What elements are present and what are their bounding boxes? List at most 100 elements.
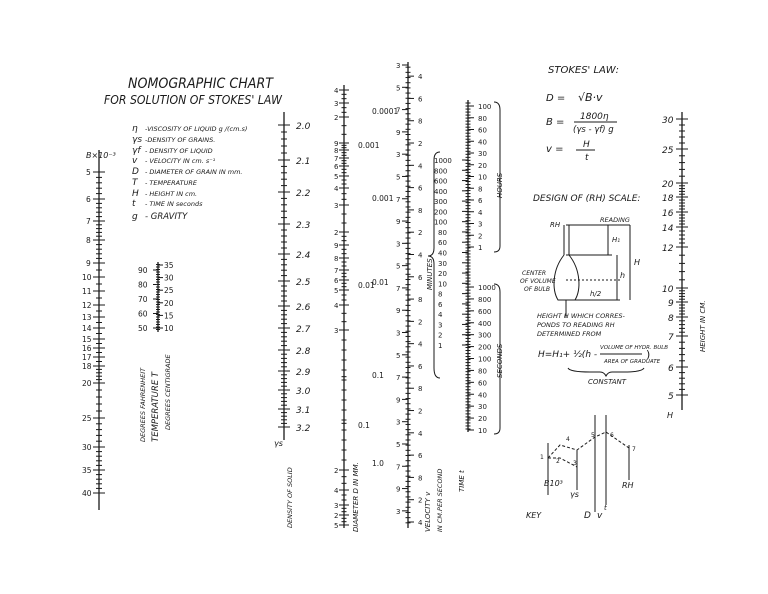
b-scale-tick-label: 20 bbox=[82, 379, 92, 388]
velocity-tick-label: 3 bbox=[396, 419, 400, 427]
velocity-tick-label: 5 bbox=[396, 263, 400, 271]
density-tick-label: 2.1 bbox=[296, 157, 310, 167]
density-symbol: γs bbox=[274, 439, 283, 448]
b-scale-tick-label: 13 bbox=[82, 313, 92, 322]
key-num-5: 5 bbox=[591, 432, 595, 439]
legend-symbol-5: T bbox=[132, 178, 139, 188]
key-label: KEY bbox=[526, 511, 542, 520]
time-minutes-label: 10 bbox=[438, 280, 447, 288]
velocity-tick-label: 8 bbox=[418, 474, 422, 482]
time-hours-label: 100 bbox=[478, 103, 491, 111]
height-tick-label: 18 bbox=[662, 194, 674, 204]
time-minutes-label: 8 bbox=[438, 291, 442, 299]
b-scale-tick-label: 40 bbox=[82, 489, 92, 498]
hydrometer-drawing bbox=[553, 224, 631, 318]
time-minutes-label: 400 bbox=[434, 188, 447, 196]
velocity-tick-label: 9 bbox=[396, 218, 400, 226]
density-tick-label: 2.9 bbox=[296, 368, 311, 378]
time-hours-label: 8 bbox=[478, 185, 482, 193]
velocity-tick-label: 4 bbox=[418, 251, 423, 259]
design-big-h: H bbox=[634, 258, 640, 267]
height-tick-label: 16 bbox=[662, 209, 674, 219]
diameter-tick-label: 6 bbox=[334, 163, 339, 171]
density-tick-label: 2.5 bbox=[296, 278, 311, 288]
velocity-tick-label: 4 bbox=[418, 430, 423, 438]
legend-text-5: - TEMPERATURE bbox=[145, 179, 198, 187]
velocity-tick-label: 3 bbox=[396, 508, 400, 516]
diameter-tick-label: 8 bbox=[334, 255, 338, 263]
b-scale-tick-label: 15 bbox=[82, 335, 92, 344]
velocity-decade-label: 0.001 bbox=[372, 194, 394, 203]
height-tick-label: 20 bbox=[662, 180, 674, 190]
design-rh: RH bbox=[550, 221, 561, 229]
time-minutes-brace bbox=[427, 151, 441, 379]
key-num-3: 3 bbox=[573, 460, 577, 467]
time-minutes-label: 2 bbox=[438, 332, 442, 340]
density-tick-label: 2.8 bbox=[296, 347, 311, 357]
chart-title-line2: FOR SOLUTION OF STOKES' LAW bbox=[104, 92, 283, 107]
diameter-tick-label: 4 bbox=[334, 87, 339, 95]
b-scale-tick-label: 9 bbox=[86, 259, 91, 268]
diameter-tick-label: 4 bbox=[334, 302, 339, 310]
time-minutes-label: 600 bbox=[434, 178, 447, 186]
legend-text-6: - HEIGHT IN cm. bbox=[145, 190, 197, 198]
time-hours-title: HOURS bbox=[496, 172, 504, 198]
temperature-c-label: 30 bbox=[164, 274, 174, 283]
temperature-f-label: 90 bbox=[138, 266, 148, 275]
velocity-tick-label: 3 bbox=[396, 151, 400, 159]
b-scale-tick-label: 7 bbox=[86, 217, 91, 226]
design-h-half: h/2 bbox=[590, 290, 602, 298]
velocity-tick-label: 7 bbox=[396, 374, 400, 382]
density-tick-label: 3.2 bbox=[296, 424, 311, 434]
legend-symbol-1: γs bbox=[132, 135, 142, 145]
diameter-tick-label: 3 bbox=[334, 100, 338, 108]
time-minutes-label: 300 bbox=[434, 198, 447, 206]
key-v-label: v bbox=[597, 511, 603, 521]
temperature-c-label: 15 bbox=[164, 311, 174, 320]
time-seconds-label: 30 bbox=[478, 403, 487, 411]
height-tick-label: 7 bbox=[668, 333, 674, 343]
velocity-tick-label: 9 bbox=[396, 129, 400, 137]
velocity-tick-label: 6 bbox=[418, 185, 423, 193]
height-title: HEIGHT IN CM. bbox=[699, 300, 707, 352]
time-minutes-label: 30 bbox=[438, 260, 447, 268]
key-num-4: 4 bbox=[566, 436, 570, 443]
b-scale-tick-label: 10 bbox=[82, 273, 92, 282]
key-num-2: 2 bbox=[556, 458, 560, 465]
design-formula-lhs: H=H₁+ ½(h - bbox=[538, 350, 597, 360]
velocity-tick-label: 4 bbox=[418, 162, 423, 170]
time-seconds-label: 100 bbox=[478, 356, 491, 364]
time-minutes-label: 80 bbox=[438, 229, 447, 237]
velocity-tick-label: 8 bbox=[418, 296, 422, 304]
time-minutes-label: 20 bbox=[438, 270, 447, 278]
legend-symbol-3: v bbox=[132, 156, 138, 166]
time-seconds-label: 40 bbox=[478, 391, 487, 399]
diameter-tick-label: 2 bbox=[334, 512, 338, 520]
temperature-f-label: 50 bbox=[138, 324, 148, 333]
stokes-heading: STOKES' LAW: bbox=[548, 65, 619, 76]
legend-symbol-8: g bbox=[132, 212, 138, 222]
design-brace bbox=[567, 367, 645, 378]
legend-text-4: - DIAMETER OF GRAIN IN mm. bbox=[145, 168, 243, 176]
time-seconds-label: 10 bbox=[478, 427, 487, 435]
velocity-tick-label: 9 bbox=[396, 486, 400, 494]
time-seconds-brace bbox=[493, 283, 501, 435]
diameter-tick-label: 9 bbox=[334, 140, 338, 148]
diameter-tick-label: 7 bbox=[334, 155, 338, 163]
design-heading: DESIGN OF (RH) SCALE: bbox=[533, 194, 640, 204]
design-small-h: h bbox=[620, 271, 625, 280]
temperature-c-label: 35 bbox=[164, 261, 174, 270]
time-minutes-label: 1000 bbox=[434, 157, 452, 165]
velocity-tick-label: 3 bbox=[396, 240, 400, 248]
temperature-f-label: 80 bbox=[138, 281, 148, 290]
velocity-tick-label: 2 bbox=[418, 497, 422, 505]
velocity-tick-label: 2 bbox=[418, 140, 422, 148]
density-tick-label: 2.3 bbox=[296, 221, 311, 231]
velocity-tick-label: 5 bbox=[396, 173, 400, 181]
velocity-tick-label: 7 bbox=[396, 107, 400, 115]
time-hours-label: 10 bbox=[478, 174, 487, 182]
diameter-tick-label: 9 bbox=[334, 242, 338, 250]
